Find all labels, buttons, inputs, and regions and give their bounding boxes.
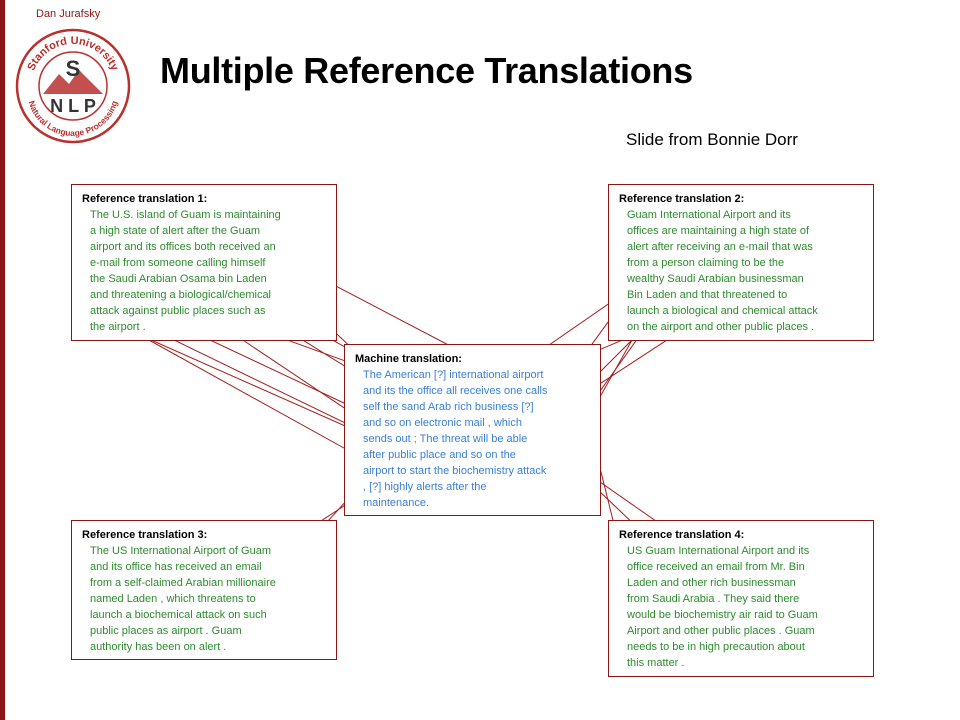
- text-line: , [?] highly alerts after the: [363, 481, 487, 493]
- text-line: e-mail from someone calling himself: [90, 257, 266, 269]
- text-line: The U.S. island of Guam is maintaining: [90, 209, 281, 221]
- text-line: this matter .: [627, 657, 685, 669]
- text-line: self the sand Arab rich business [?]: [363, 401, 534, 413]
- text-line: named Laden , which threatens to: [90, 593, 256, 605]
- text-line: offices are maintaining a high state of: [627, 225, 810, 237]
- box-body: The U.S. island of Guam is maintaining a…: [82, 207, 328, 335]
- alignment-line: [119, 323, 381, 469]
- text-line: needs to be in high precaution about: [627, 641, 805, 653]
- text-line: and threatening a biological/chemical: [90, 289, 272, 301]
- text-line: alert after receiving an e-mail that was: [627, 241, 813, 253]
- text-line: launch a biological and chemical attack: [627, 305, 818, 317]
- text-line: maintenance.: [363, 497, 430, 509]
- slide-title: Multiple Reference Translations: [160, 50, 693, 91]
- box-title: Reference translation 4:: [619, 529, 745, 541]
- text-line: the Saudi Arabian Osama bin Laden: [90, 273, 267, 285]
- mountain-icon: [43, 70, 103, 94]
- text-line: from a self-claimed Arabian millionaire: [90, 577, 276, 589]
- text-line: US Guam International Airport and its: [627, 545, 810, 557]
- text-line: from Saudi Arabia . They said there: [627, 593, 800, 605]
- reference-translation-3: Reference translation 3: The US Internat…: [71, 520, 337, 660]
- text-line: on the airport and other public places .: [627, 321, 815, 333]
- machine-translation: Machine translation: The American [?] in…: [344, 344, 601, 516]
- stanford-nlp-logo: Stanford University Natural Language Pro…: [15, 28, 131, 144]
- author-name: Dan Jurafsky: [36, 8, 101, 20]
- left-accent-bar: [0, 0, 5, 720]
- text-line: from a person claiming to be the: [627, 257, 785, 269]
- text-line: a high state of alert after the Guam: [90, 225, 260, 237]
- reference-translation-2: Reference translation 2: Guam Internatio…: [608, 184, 874, 341]
- text-line: The American [?] international airport: [363, 369, 544, 381]
- text-line: attack against public places such as: [90, 305, 266, 317]
- text-line: The US International Airport of Guam: [90, 545, 271, 557]
- text-line: sends out ; The threat will be able: [363, 433, 528, 445]
- logo-letter-s: S: [66, 56, 81, 81]
- text-line: airport and its offices both received an: [90, 241, 276, 253]
- text-line: Guam International Airport and its: [627, 209, 791, 221]
- reference-translation-4: Reference translation 4: US Guam Interna…: [608, 520, 874, 677]
- text-line: and its the office all receives one call…: [363, 385, 548, 397]
- text-line: Laden and other rich businessman: [627, 577, 796, 589]
- box-body: Guam International Airport and its offic…: [619, 207, 865, 335]
- text-line: wealthy Saudi Arabian businessman: [627, 273, 804, 285]
- box-title: Reference translation 3:: [82, 529, 208, 541]
- box-title: Reference translation 1:: [82, 193, 208, 205]
- text-line: authority has been on alert .: [90, 641, 227, 653]
- reference-translation-1: Reference translation 1: The U.S. island…: [71, 184, 337, 341]
- box-title: Machine translation:: [355, 353, 462, 365]
- text-line: after public place and so on the: [363, 449, 516, 461]
- text-line: and its office has received an email: [90, 561, 262, 573]
- box-title: Reference translation 2:: [619, 193, 745, 205]
- text-line: Airport and other public places . Guam: [627, 625, 815, 637]
- text-line: Bin Laden and that threatened to: [627, 289, 788, 301]
- box-body: US Guam International Airport and its of…: [619, 543, 865, 671]
- text-line: launch a biochemical attack on such: [90, 609, 267, 621]
- text-line: the airport .: [90, 321, 146, 333]
- text-line: would be biochemistry air raid to Guam: [627, 609, 818, 621]
- box-body: The US International Airport of Guam and…: [82, 543, 328, 655]
- text-line: airport to start the biochemistry attack: [363, 465, 547, 477]
- text-line: and so on electronic mail , which: [363, 417, 522, 429]
- slide-credit: Slide from Bonnie Dorr: [626, 130, 798, 149]
- text-line: office received an email from Mr. Bin: [627, 561, 805, 573]
- text-line: public places as airport . Guam: [90, 625, 242, 637]
- box-body: The American [?] international airport a…: [355, 367, 592, 511]
- logo-letters-nlp: N L P: [50, 96, 96, 116]
